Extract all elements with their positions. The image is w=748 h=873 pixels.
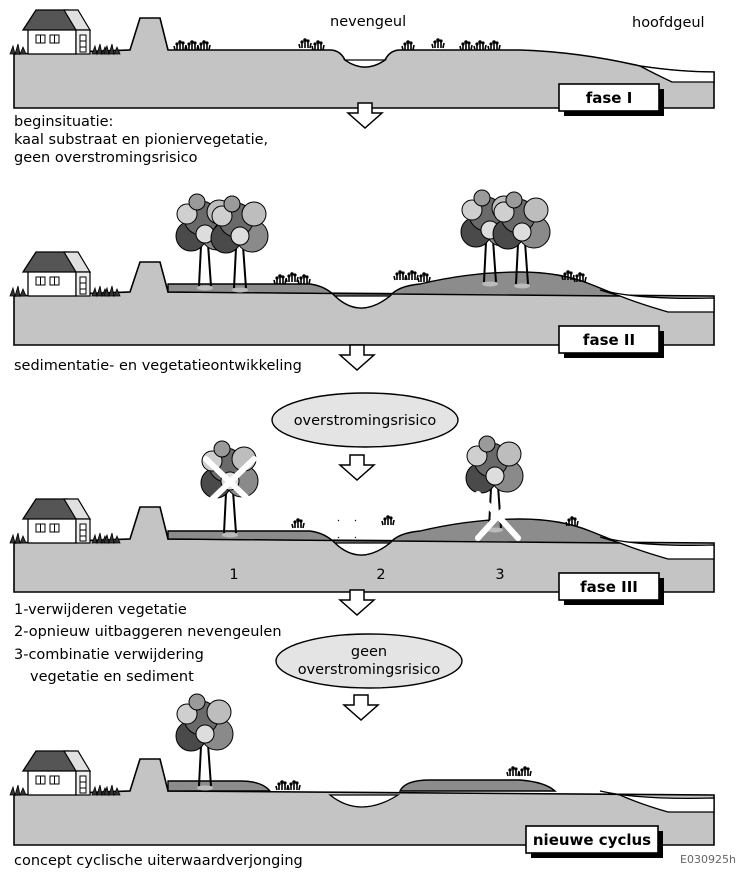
phase-4-badge: nieuwe cyclus bbox=[533, 831, 651, 849]
down-arrow-icon bbox=[343, 694, 379, 721]
measure-3-continued: vegetatie en sediment bbox=[30, 669, 194, 685]
no-risk-label-line-1: geen bbox=[351, 644, 387, 660]
house-icon bbox=[10, 10, 120, 54]
phase-4-panel: nieuwe cyclus concept cyclische uiterwaa… bbox=[10, 693, 736, 869]
phase-3-badge: fase III bbox=[580, 578, 638, 596]
measure-2: 2-opnieuw uitbaggeren nevengeulen bbox=[14, 624, 282, 640]
no-risk-label-line-2: overstromingsrisico bbox=[298, 662, 441, 678]
phase-2-badge: fase II bbox=[583, 331, 635, 349]
phase-1-desc-line-1: beginsituatie: bbox=[14, 114, 113, 130]
phase-1-panel: nevengeul hoofdgeul fase I beginsituatie… bbox=[10, 10, 715, 166]
down-arrow-icon bbox=[339, 344, 375, 371]
measure-1: 1-verwijderen vegetatie bbox=[14, 602, 187, 618]
down-arrow-icon bbox=[339, 589, 375, 616]
figure-code: E030925h bbox=[680, 853, 736, 866]
phase-2-panel: fase II sedimentatie- en vegetatieontwik… bbox=[10, 189, 715, 374]
house-icon bbox=[10, 499, 120, 543]
phase-2-desc: sedimentatie- en vegetatieontwikkeling bbox=[14, 358, 302, 374]
house-icon bbox=[10, 252, 120, 296]
shrub-icon bbox=[173, 37, 501, 51]
risk-label: overstromingsrisico bbox=[294, 413, 437, 429]
hoofdgeul-label: hoofdgeul bbox=[632, 15, 705, 31]
cross-icon bbox=[337, 519, 357, 539]
location-2-label: 2 bbox=[376, 567, 385, 583]
tree-icon bbox=[175, 693, 234, 792]
location-1-label: 1 bbox=[229, 567, 238, 583]
caption: concept cyclische uiterwaardverjonging bbox=[14, 853, 303, 869]
phase-1-badge: fase I bbox=[586, 89, 633, 107]
phase-1-desc-line-3: geen overstromingsrisico bbox=[14, 150, 198, 166]
measure-3: 3-combinatie verwijdering bbox=[14, 647, 204, 663]
cross-icon bbox=[203, 456, 521, 541]
location-3-label: 3 bbox=[495, 567, 504, 583]
nevengeul-label: nevengeul bbox=[330, 14, 406, 30]
tree-icon bbox=[200, 440, 259, 539]
house-icon bbox=[10, 751, 120, 795]
tree-icon bbox=[210, 195, 269, 294]
phase-3-panel: overstromingsrisico 1 2 3 fase bbox=[10, 392, 715, 721]
phase-1-desc-line-2: kaal substraat en pioniervegetatie, bbox=[14, 132, 268, 148]
down-arrow-icon bbox=[339, 454, 375, 481]
